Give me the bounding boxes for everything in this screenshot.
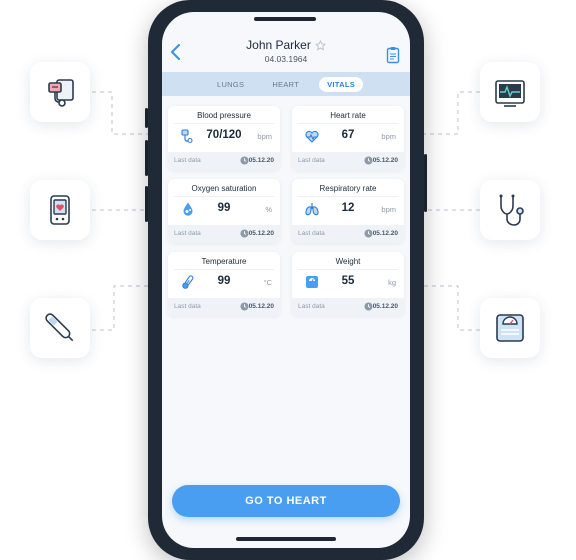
clipboard-icon[interactable] (386, 46, 400, 64)
speaker-grille (254, 17, 316, 21)
card-date: 05.12.20 (248, 303, 274, 310)
card-footer: Last data 05.12.20 (168, 298, 280, 316)
card-unit: bpm (257, 132, 272, 141)
vital-card-temperature[interactable]: Temperature 99 °C Last data 05.12.20 (168, 252, 280, 316)
clock-icon (364, 302, 373, 311)
tab-vitals[interactable]: VITALS (319, 76, 364, 92)
card-value: 12 (341, 202, 355, 214)
power-button (424, 154, 427, 212)
card-unit: kg (388, 278, 396, 287)
clock-icon (364, 229, 373, 238)
card-value: 70/120 (206, 129, 242, 141)
ecg-monitor-icon (495, 80, 525, 107)
heart-rate-icon (305, 130, 319, 143)
clock-icon (364, 156, 373, 165)
bathroom-scale-icon (496, 314, 524, 342)
card-value: 99 (217, 202, 231, 214)
home-indicator (236, 537, 336, 541)
favorite-star-icon[interactable] (314, 40, 326, 51)
scale-icon (306, 276, 318, 288)
card-date: 05.12.20 (372, 230, 398, 237)
card-divider (174, 123, 274, 124)
card-footer-label: Last data (298, 157, 325, 164)
card-value: 55 (341, 275, 355, 287)
card-footer: Last data 05.12.20 (168, 152, 280, 170)
clock-icon (240, 302, 249, 311)
blood-pressure-monitor-icon (48, 79, 74, 107)
card-title: Temperature (201, 257, 247, 266)
lungs-icon (305, 203, 319, 216)
phone-screen: John Parker 04.03.1964 LUNGS HEART VITAL… (162, 12, 410, 548)
vital-card-heart-rate[interactable]: Heart rate 67 bpm Last data 05.12.20 (292, 106, 404, 170)
card-unit: % (265, 205, 272, 214)
blood-pressure-icon (181, 129, 193, 144)
card-value: 67 (341, 129, 355, 141)
patient-header: John Parker 04.03.1964 (162, 34, 410, 72)
back-chevron-icon[interactable] (168, 42, 184, 62)
card-footer-label: Last data (174, 303, 201, 310)
card-footer-label: Last data (298, 230, 325, 237)
card-divider (298, 196, 398, 197)
card-value: 99 (217, 275, 231, 287)
card-footer: Last data 05.12.20 (168, 225, 280, 243)
go-to-heart-button[interactable]: GO TO HEART (172, 485, 400, 517)
tile-pulse-oximeter (30, 180, 90, 240)
tile-blood-pressure-monitor (30, 62, 90, 122)
tile-ecg-monitor (480, 62, 540, 122)
card-date: 05.12.20 (248, 157, 274, 164)
volume-up-button (145, 140, 148, 176)
digital-thermometer-icon (45, 313, 74, 342)
clock-icon (240, 229, 249, 238)
card-footer-label: Last data (174, 157, 201, 164)
card-title: Weight (335, 257, 361, 266)
card-divider (298, 269, 398, 270)
tab-lungs[interactable]: LUNGS (216, 79, 245, 89)
stethoscope-icon (499, 194, 524, 226)
mute-switch (145, 108, 148, 128)
card-divider (174, 196, 274, 197)
card-title: Oxygen saturation (191, 184, 257, 193)
tile-bathroom-scale (480, 298, 540, 358)
card-footer-label: Last data (298, 303, 325, 310)
tab-bar: LUNGS HEART VITALS (162, 72, 410, 96)
patient-dob: 04.03.1964 (264, 54, 308, 64)
card-divider (298, 123, 398, 124)
card-title: Blood pressure (197, 111, 251, 120)
pulse-oximeter-icon (50, 195, 70, 225)
patient-name-row: John Parker (162, 38, 410, 52)
tab-heart[interactable]: HEART (272, 79, 300, 89)
card-date: 05.12.20 (372, 303, 398, 310)
card-footer: Last data 05.12.20 (292, 225, 404, 243)
volume-down-button (145, 186, 148, 222)
vital-card-blood-pressure[interactable]: Blood pressure 70/120 bpm Last data 05.1… (168, 106, 280, 170)
vital-card-respiratory-rate[interactable]: Respiratory rate 12 bpm Last data 05.12.… (292, 179, 404, 243)
vital-card-oxygen-saturation[interactable]: Oxygen saturation 99 % Last data 05.12.2… (168, 179, 280, 243)
patient-name: John Parker (246, 38, 311, 52)
clock-icon (240, 156, 249, 165)
thermometer-icon (182, 275, 194, 289)
tile-stethoscope (480, 180, 540, 240)
card-footer: Last data 05.12.20 (292, 152, 404, 170)
vital-card-weight[interactable]: Weight 55 kg Last data 05.12.20 (292, 252, 404, 316)
tile-digital-thermometer (30, 298, 90, 358)
card-footer-label: Last data (174, 230, 201, 237)
phone-frame: John Parker 04.03.1964 LUNGS HEART VITAL… (145, 0, 427, 560)
card-footer: Last data 05.12.20 (292, 298, 404, 316)
oxygen-drop-icon (183, 202, 193, 216)
card-unit: °C (263, 278, 272, 287)
card-unit: bpm (381, 132, 396, 141)
card-divider (174, 269, 274, 270)
card-unit: bpm (381, 205, 396, 214)
card-title: Heart rate (330, 111, 366, 120)
card-date: 05.12.20 (372, 157, 398, 164)
card-date: 05.12.20 (248, 230, 274, 237)
card-title: Respiratory rate (319, 184, 377, 193)
